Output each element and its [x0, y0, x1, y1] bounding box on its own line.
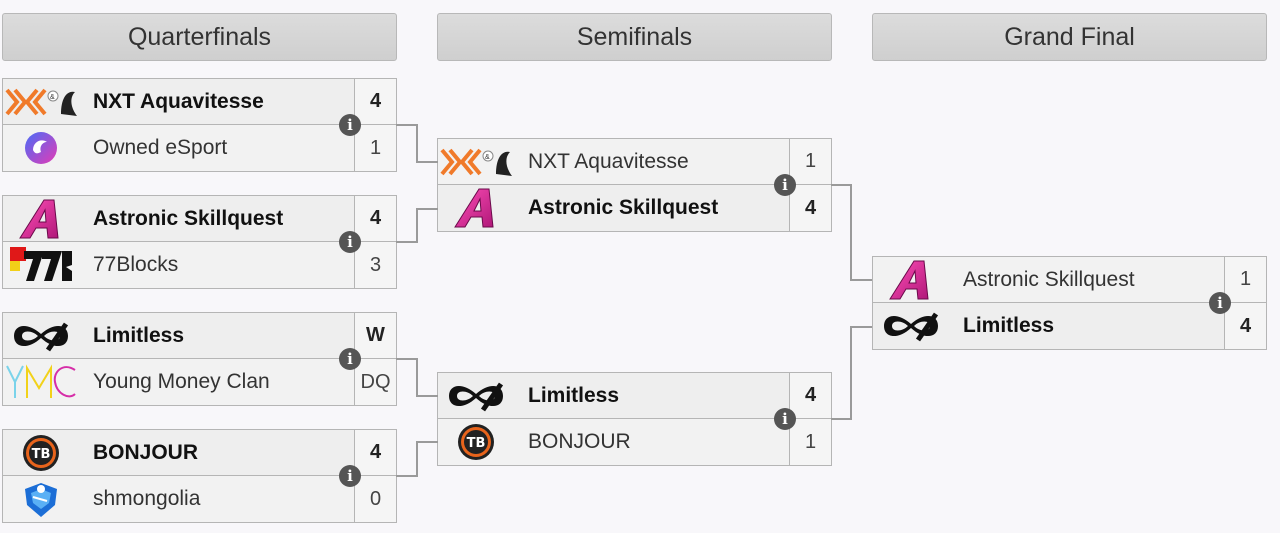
team-score: 3 [354, 242, 396, 288]
round-header-grand-final: Grand Final [872, 13, 1267, 61]
team-name: NXT Aquavitesse [528, 149, 689, 173]
svg-text:&: & [485, 154, 490, 161]
shmongolia-logo [3, 476, 79, 522]
team-row-top[interactable]: Limitless W [2, 312, 397, 359]
bonjour-logo: TB [3, 430, 79, 476]
team-row-top[interactable]: Astronic Skillquest 4 [2, 195, 397, 242]
team-score: 4 [789, 185, 831, 231]
round-title: Grand Final [1004, 22, 1135, 51]
team-row-top[interactable]: Limitless 4 [437, 372, 832, 419]
team-name: 77Blocks [93, 253, 179, 276]
limitless-logo [438, 373, 514, 419]
team-row-bottom[interactable]: TB BONJOUR 1 [437, 419, 832, 466]
team-row-top[interactable]: Astronic Skillquest 1 [872, 256, 1267, 303]
connector-qf4-sf2 [396, 441, 438, 477]
limitless-logo [873, 303, 949, 349]
astronic-logo [873, 257, 949, 303]
nxt-aquavitesse-logo: & [438, 139, 514, 185]
team-name: Astronic Skillquest [963, 267, 1135, 291]
team-name: Limitless [93, 323, 185, 347]
team-row-bottom[interactable]: Limitless 4 [872, 303, 1267, 350]
team-row-top[interactable]: & NXT Aquavitesse 1 [437, 138, 832, 185]
round-title: Quarterfinals [127, 22, 272, 51]
team-row-top[interactable]: TB BONJOUR 4 [2, 429, 397, 476]
team-name: Astronic Skillquest [528, 196, 719, 219]
team-score: W [354, 313, 396, 358]
info-icon[interactable]: i [1209, 292, 1231, 314]
info-icon[interactable]: i [774, 408, 796, 430]
round-header-quarterfinals: Quarterfinals [2, 13, 397, 61]
info-icon[interactable]: i [339, 231, 361, 253]
team-name: BONJOUR [528, 430, 631, 453]
connector-sf1-gf [831, 184, 872, 281]
team-score: 1 [789, 419, 831, 465]
team-score: 4 [354, 79, 396, 124]
team-name: shmongolia [93, 487, 201, 510]
astronic-logo [438, 185, 514, 231]
owned-esport-logo [3, 125, 79, 171]
info-icon[interactable]: i [774, 174, 796, 196]
team-name: Astronic Skillquest [93, 206, 284, 230]
team-row-bottom[interactable]: 77Blocks 3 [2, 242, 397, 289]
connector-qf2-sf1 [396, 208, 438, 243]
team-score: 0 [354, 476, 396, 522]
connector-sf2-gf [831, 326, 872, 420]
limitless-logo [3, 313, 79, 359]
team-name: BONJOUR [93, 440, 199, 464]
77blocks-logo [3, 242, 79, 288]
team-row-bottom[interactable]: Owned eSport 1 [2, 125, 397, 172]
svg-text:TB: TB [32, 447, 51, 462]
info-icon[interactable]: i [339, 465, 361, 487]
team-row-bottom[interactable]: shmongolia 0 [2, 476, 397, 523]
team-score: DQ [354, 359, 396, 405]
info-icon[interactable]: i [339, 348, 361, 370]
svg-text:TB: TB [467, 436, 486, 451]
team-score: 1 [789, 139, 831, 184]
astronic-logo [3, 196, 79, 242]
info-icon[interactable]: i [339, 114, 361, 136]
team-row-bottom[interactable]: Astronic Skillquest 4 [437, 185, 832, 232]
team-score: 4 [1224, 303, 1266, 349]
team-score: 1 [1224, 257, 1266, 302]
svg-text:&: & [50, 94, 55, 101]
bonjour-logo: TB [438, 419, 514, 465]
round-title: Semifinals [576, 22, 693, 51]
team-name: Young Money Clan [93, 370, 270, 393]
connector-qf3-sf2 [396, 358, 438, 397]
team-name: Owned eSport [93, 136, 228, 159]
team-score: 4 [354, 196, 396, 241]
team-row-bottom[interactable]: Young Money Clan DQ [2, 359, 397, 406]
team-score: 1 [354, 125, 396, 171]
team-name: Limitless [963, 314, 1055, 337]
team-score: 4 [789, 373, 831, 418]
team-name: NXT Aquavitesse [93, 89, 264, 113]
connector-qf1-sf1 [396, 124, 438, 163]
nxt-aquavitesse-logo: & [3, 79, 79, 125]
team-score: 4 [354, 430, 396, 475]
ymc-logo [3, 359, 79, 405]
round-header-semifinals: Semifinals [437, 13, 832, 61]
team-name: Limitless [528, 383, 620, 407]
team-row-top[interactable]: & NXT Aquavitesse 4 [2, 78, 397, 125]
